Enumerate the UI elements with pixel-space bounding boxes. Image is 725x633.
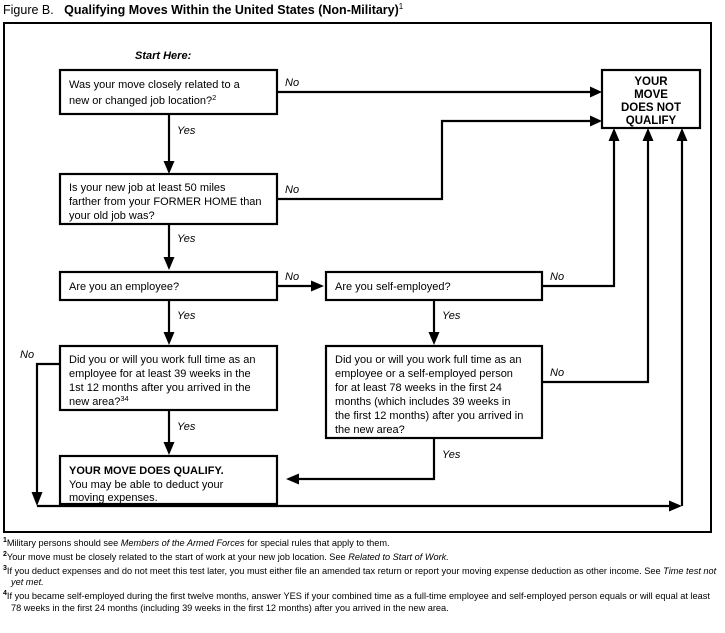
flowchart: Start Here: Was your move closely relate… (20, 50, 702, 512)
decision-box-time-test-self-employed-line-5: the first 12 months) after you arrived i… (335, 410, 523, 422)
arrow-head-q2-yes (163, 257, 175, 270)
footnote-marker: 2 (3, 550, 7, 558)
decision-box-time-test-employee[interactable] (58, 344, 279, 412)
edge-q4-no (542, 134, 616, 288)
footnote-text: Time test not yet met. (11, 565, 717, 588)
outcome-box-move-qualifies[interactable] (58, 454, 279, 506)
decision-box-time-test-self-employed-line-3: for at least 78 weeks in the first 24 (335, 382, 502, 394)
outcome-box-does-not-qualify-line-3: DOES NOT (621, 102, 681, 114)
decision-box-are-you-self-employed[interactable] (324, 270, 544, 302)
figure-frame: Start Here: Was your move closely relate… (3, 22, 712, 533)
edge-label-q1-no: No (285, 77, 299, 89)
edge-label-q2-yes: Yes (177, 233, 196, 245)
edge-label-q5-yes: Yes (177, 421, 196, 433)
arrow-head-q6-yes (286, 473, 299, 485)
decision-box-time-test-employee-line-1: Did you or will you work full time as an (69, 354, 255, 366)
arrow-head-q5-no (31, 492, 43, 506)
arrow-head-q6-no (642, 128, 654, 141)
edge-q2-no (277, 119, 598, 201)
svg-text:new area?34: new area?34 (69, 394, 129, 409)
decision-box-distance-test-line-3: your old job was? (69, 210, 155, 222)
decision-box-are-you-employee[interactable] (58, 270, 279, 302)
svg-text:new or changed job location?2: new or changed job location?2 (69, 93, 216, 108)
decision-box-time-test-employee-line-2: employee for at least 39 weeks in the (69, 368, 251, 380)
footnote-text: Your move must be closely related to the… (6, 551, 349, 562)
outcome-box-move-qualifies-line-2: moving expenses. (69, 492, 158, 504)
outcome-box-does-not-qualify-line-1: YOUR (634, 76, 668, 88)
outcome-box-does-not-qualify-line-2: MOVE (634, 89, 668, 101)
arrow-head-far-right-riser (676, 128, 688, 141)
footnote-text: for special rules that apply to them. (244, 538, 390, 549)
decision-box-time-test-self-employed[interactable] (324, 344, 544, 440)
footnote-1: 1Military persons should see Members of … (3, 537, 722, 550)
arrow-head-q5-yes (163, 442, 175, 455)
decision-box-time-test-employee-superscript: 34 (120, 394, 128, 403)
decision-box-distance-test-line-2: farther from your FORMER HOME than (69, 196, 262, 208)
edge-label-q6-yes: Yes (442, 449, 461, 461)
arrow-head-q2-no (590, 115, 602, 127)
page-title: Figure B. Qualifying Moves Within the Un… (3, 2, 403, 17)
decision-box-job-location-line-1: Was your move closely related to a (69, 79, 241, 91)
arrow-head-bottom-return (669, 500, 682, 512)
decision-box-distance-test-line-1: Is your new job at least 50 miles (69, 182, 226, 194)
arrow-head-q4-yes (428, 332, 440, 345)
footnote-text: Military persons should see (6, 538, 121, 549)
footnote-4: 4If you became self-employed during the … (3, 590, 722, 615)
edge-label-q6-no: No (550, 367, 564, 379)
edge-label-q3-no: No (285, 271, 299, 283)
edge-label-q5-no: No (20, 349, 34, 361)
figure-label: Figure B. (3, 3, 54, 18)
decision-box-time-test-self-employed-line-1: Did you or will you work full time as an (335, 354, 521, 366)
edge-label-q3-yes: Yes (177, 310, 196, 322)
decision-box-time-test-employee-line-3: 1st 12 months after you arrived in the (69, 382, 251, 394)
footnote-marker: 3 (3, 564, 7, 572)
figure-title-superscript: 1 (398, 2, 404, 11)
arrow-head-q1-no (590, 86, 602, 98)
figure-name: Qualifying Moves Within the United State… (64, 3, 399, 18)
decision-box-time-test-self-employed-line-6: the new area? (335, 424, 405, 436)
footnote-text: If you became self-employed during the f… (6, 591, 710, 614)
decision-box-are-you-employee-text: Are you an employee? (69, 281, 179, 293)
decision-box-time-test-self-employed-line-2: employee or a self-employed person (335, 368, 513, 380)
footnote-text: Related to Start of Work. (348, 551, 449, 562)
edge-q6-yes (293, 438, 436, 481)
footnote-text: Members of the Armed Forces (120, 538, 245, 549)
outcome-box-move-qualifies-heading: YOUR MOVE DOES QUALIFY. (69, 465, 224, 477)
decision-box-time-test-self-employed-line-4: months (which includes 39 weeks in (335, 396, 510, 408)
footnote-text: If you deduct expenses and do not meet t… (6, 565, 664, 576)
edge-q6-no (542, 134, 650, 384)
arrow-head-q4-no (608, 128, 620, 141)
arrow-head-q1-yes (163, 161, 175, 174)
edge-label-q1-yes: Yes (177, 125, 196, 137)
decision-box-are-you-self-employed-text: Are you self-employed? (335, 281, 451, 293)
footnotes-list: 1Military persons should see Members of … (3, 537, 722, 616)
outcome-box-does-not-qualify-line-4: QUALIFY (626, 115, 677, 127)
decision-box-job-location[interactable] (58, 68, 279, 116)
edge-q5-no (35, 362, 60, 498)
start-here-label: Start Here: (135, 50, 192, 62)
footnote-3: 3If you deduct expenses and do not meet … (3, 565, 722, 590)
outcome-box-move-does-not-qualify[interactable] (600, 68, 702, 130)
footnote-marker: 4 (3, 590, 7, 598)
edge-label-q4-no: No (550, 271, 564, 283)
arrow-head-q3-yes (163, 332, 175, 345)
decision-box-job-location-superscript: 2 (212, 93, 216, 102)
footnote-2: 2Your move must be closely related to th… (3, 551, 722, 564)
edge-label-q2-no: No (285, 184, 299, 196)
edge-label-q4-yes: Yes (442, 310, 461, 322)
footnote-marker: 1 (3, 537, 7, 544)
decision-box-time-test-employee-line-4: new area? (69, 396, 120, 408)
outcome-box-move-qualifies-line-1: You may be able to deduct your (69, 479, 224, 491)
decision-box-job-location-line-2: new or changed job location? (69, 95, 212, 107)
arrow-head-q3-no (311, 280, 324, 292)
